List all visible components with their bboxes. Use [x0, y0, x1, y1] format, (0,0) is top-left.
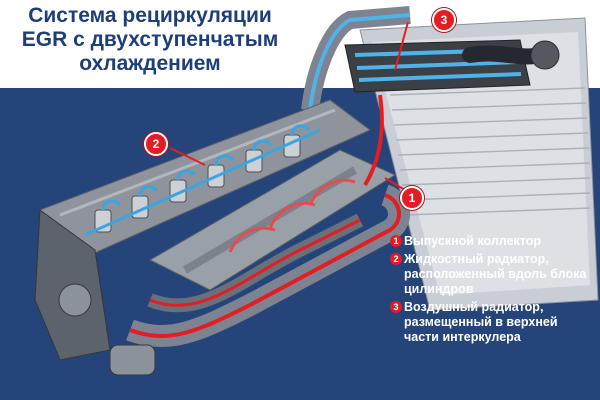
legend-text-3: Воздушный радиатор, размещенный в верхне…: [404, 300, 558, 344]
legend-number-3: 3: [390, 301, 402, 313]
diagram-title: Система рециркуляции EGR с двухступенчат…: [0, 4, 300, 76]
legend: 1 Выпускной коллектор 2 Жидкостный радиа…: [390, 234, 595, 348]
intercooler: [359, 17, 599, 311]
coolant-lines: [84, 124, 321, 237]
air-cooler: [344, 39, 560, 93]
leader-lines: [169, 21, 409, 191]
marker-2: 2: [144, 132, 168, 156]
legend-number-2: 2: [390, 253, 402, 265]
legend-item-3: 3 Воздушный радиатор, размещенный в верх…: [390, 300, 595, 345]
marker-1: 1: [400, 186, 424, 210]
engine-front: [34, 209, 156, 376]
upper-pipe: [301, 6, 411, 112]
legend-item-1: 1 Выпускной коллектор: [390, 234, 595, 249]
legend-text-2: Жидкостный радиатор, расположенный вдоль…: [404, 252, 587, 296]
exhaust-manifold: [148, 149, 397, 291]
title-line-3: охлаждением: [79, 52, 221, 75]
legend-text-1: Выпускной коллектор: [404, 234, 542, 248]
title-line-1: Система рециркуляции: [28, 4, 272, 27]
egr-pipe: [126, 94, 410, 347]
legend-item-2: 2 Жидкостный радиатор, расположенный вдо…: [390, 252, 595, 297]
legend-number-1: 1: [390, 235, 402, 247]
marker-3: 3: [432, 8, 456, 32]
title-line-2: EGR с двухступенчатым: [21, 28, 279, 51]
